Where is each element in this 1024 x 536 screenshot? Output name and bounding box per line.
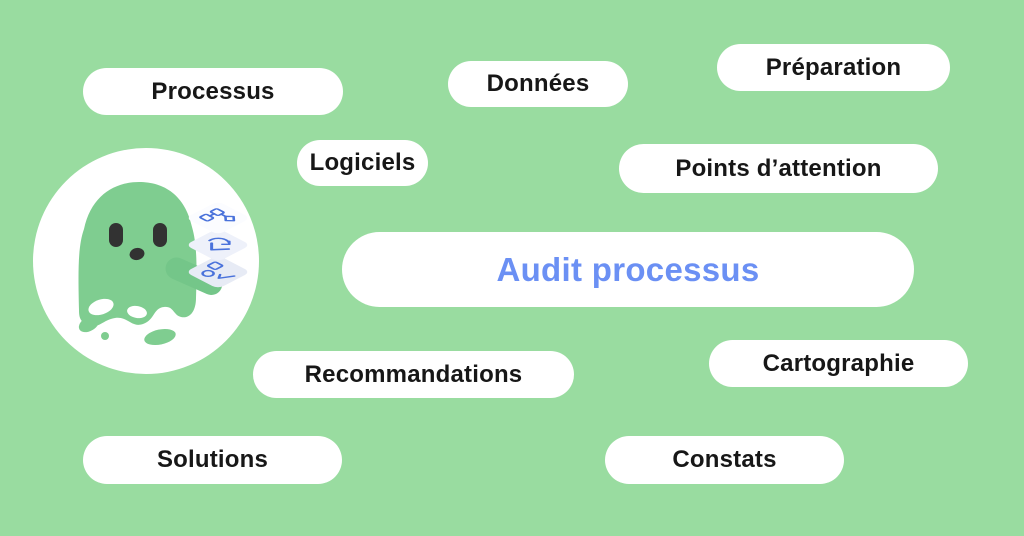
flowchart-icon — [188, 202, 248, 234]
label-text: Cartographie — [762, 349, 915, 377]
cycle-arrows-icon — [188, 229, 248, 261]
label-text: Processus — [151, 77, 275, 105]
label-pill-preparation: Préparation — [717, 44, 950, 91]
label-text: Données — [486, 70, 590, 97]
label-pill-recommandations: Recommandations — [253, 351, 574, 398]
nose — [129, 247, 145, 261]
shapes-check-icon — [188, 256, 248, 288]
ghost-mascot — [33, 148, 259, 374]
label-text: Recommandations — [304, 360, 523, 388]
label-pill-cartographie: Cartographie — [709, 340, 968, 387]
label-pill-donnees: Données — [448, 61, 628, 107]
label-pill-processus: Processus — [83, 68, 343, 115]
card-stack — [188, 202, 248, 288]
label-text: Préparation — [765, 53, 902, 81]
label-text: Constats — [672, 446, 777, 473]
label-text: Points d’attention — [675, 154, 882, 182]
ghost-face — [109, 223, 167, 261]
right-eye — [153, 223, 167, 247]
label-text: Logiciels — [309, 149, 416, 176]
label-pill-points-attention: Points d’attention — [619, 144, 938, 193]
left-eye — [109, 223, 123, 247]
label-pill-constats: Constats — [605, 436, 844, 484]
page-title: Audit processus — [496, 250, 760, 288]
label-pill-logiciels: Logiciels — [297, 140, 428, 186]
label-pill-solutions: Solutions — [83, 436, 342, 484]
label-text: Solutions — [156, 446, 269, 473]
title-pill: Audit processus — [342, 232, 914, 307]
